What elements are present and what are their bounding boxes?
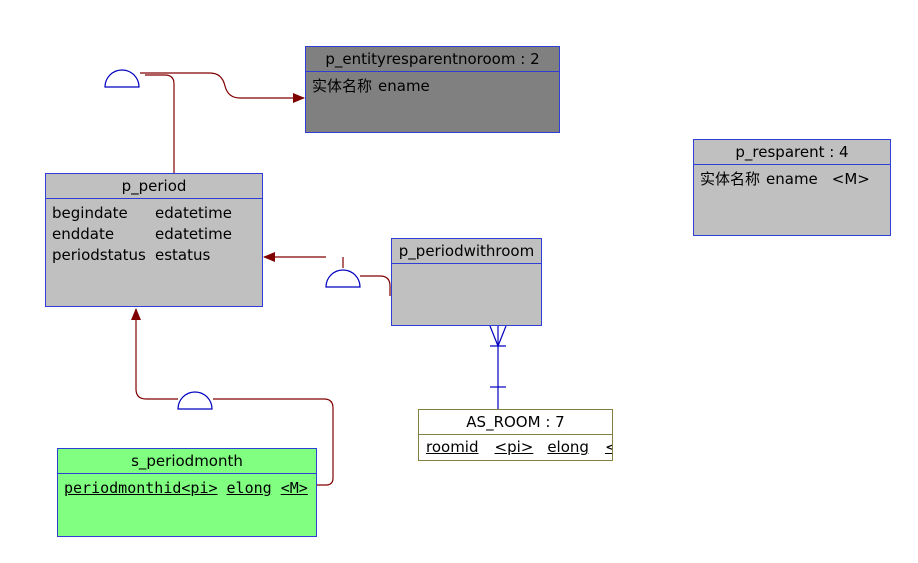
entity-body: begindate edatetime enddate edatetime pe… (46, 199, 262, 270)
entity-title: p_resparent : 4 (694, 140, 890, 165)
entity-body (392, 264, 541, 272)
entity-title: AS_ROOM : 7 (419, 410, 612, 435)
entity-p-period[interactable]: p_period begindate edatetime enddate eda… (45, 173, 263, 307)
attribute-row: 实体名称 ename <M> (700, 169, 884, 190)
attribute-type: ename (766, 170, 818, 188)
link-periodmonth-to-period[interactable] (136, 309, 334, 486)
attribute-row: begindate edatetime (52, 203, 256, 224)
attribute-flag: <M> (280, 479, 308, 497)
attribute-name: roomid (426, 438, 479, 456)
attribute-flag: <M> (605, 437, 612, 457)
entity-title: s_periodmonth (58, 449, 316, 474)
attribute-row: periodstatus estatus (52, 245, 256, 266)
crows-foot-many (489, 325, 507, 348)
entity-as-room[interactable]: AS_ROOM : 7 roomid <pi> elong <M> (418, 409, 613, 461)
attribute-name: periodmonthid (64, 479, 182, 497)
entity-body: periodmonthid <pi> elong <M> (58, 474, 316, 503)
attribute-row: 实体名称 ename (312, 76, 553, 97)
attribute-type: ename (378, 77, 430, 95)
entity-p-resparent[interactable]: p_resparent : 4 实体名称 ename <M> (693, 139, 891, 236)
entity-title: p_periodwithroom (392, 239, 541, 264)
attribute-row: periodmonthid <pi> elong <M> (64, 478, 310, 499)
entity-title: p_entityresparentnoroom : 2 (306, 47, 559, 72)
attribute-row: roomid <pi> elong <M> (426, 437, 612, 457)
entity-body: roomid <pi> elong <M> (419, 435, 612, 459)
entity-body: 实体名称 ename (306, 72, 559, 101)
link-period-to-entity[interactable] (140, 72, 304, 173)
attribute-row: enddate edatetime (52, 224, 256, 245)
entity-p-entityresparentnoroom[interactable]: p_entityresparentnoroom : 2 实体名称 ename (305, 46, 560, 133)
attribute-name: 实体名称 (312, 77, 373, 95)
entity-body: 实体名称 ename <M> (694, 165, 890, 194)
link-periodwithroom-to-period[interactable] (264, 257, 391, 296)
inheritance-arc-top (104, 69, 140, 88)
entity-p-periodwithroom[interactable]: p_periodwithroom (391, 238, 542, 326)
attribute-type: elong (547, 438, 589, 456)
attribute-key: <pi> (494, 438, 534, 456)
entity-title: p_period (46, 174, 262, 199)
attribute-type: edatetime (155, 225, 232, 243)
attribute-name: begindate (52, 204, 128, 222)
attribute-name: enddate (52, 225, 115, 243)
attribute-flag: <M> (831, 170, 870, 188)
inheritance-arc-middle (325, 269, 361, 288)
attribute-name: periodstatus (52, 246, 146, 264)
attribute-type: elong (226, 479, 272, 497)
inheritance-arc-bottom (177, 391, 213, 410)
attribute-type: edatetime (155, 204, 232, 222)
attribute-type: estatus (155, 246, 211, 264)
entity-s-periodmonth[interactable]: s_periodmonth periodmonthid <pi> elong <… (57, 448, 317, 537)
attribute-key: <pi> (181, 479, 218, 497)
attribute-name: 实体名称 (700, 170, 761, 188)
